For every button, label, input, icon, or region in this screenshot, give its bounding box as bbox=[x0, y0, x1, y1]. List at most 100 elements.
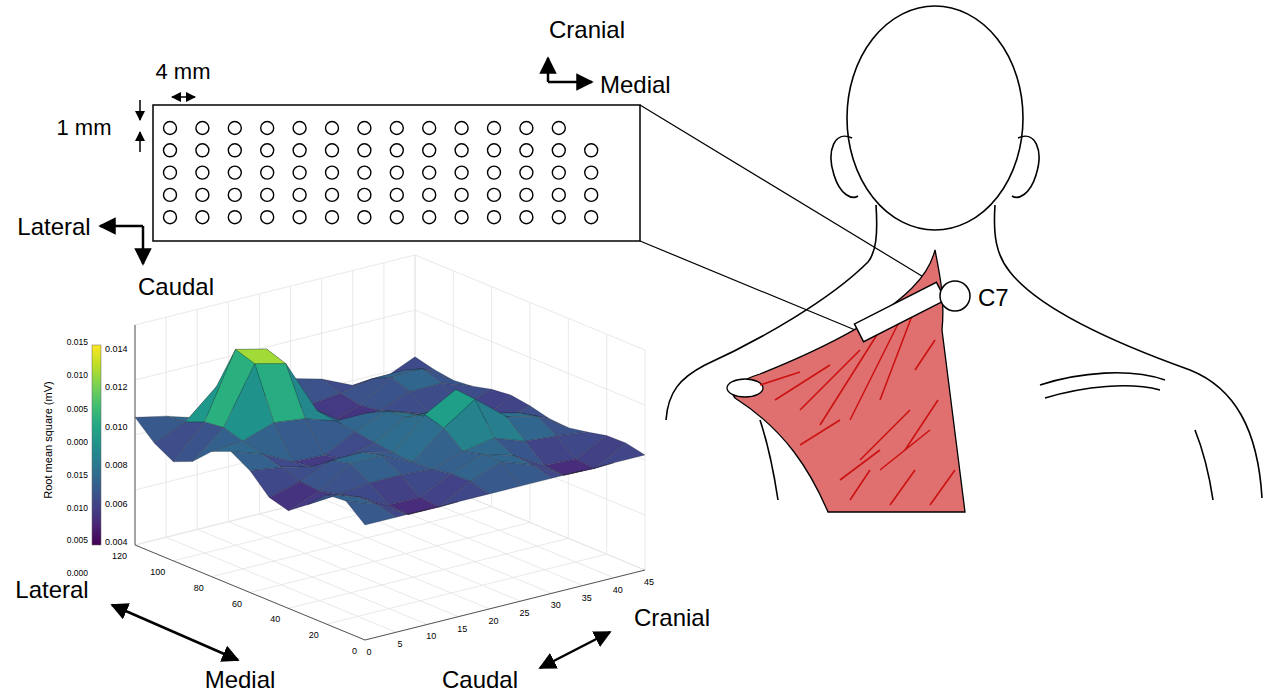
electrode bbox=[585, 166, 598, 179]
electrode bbox=[293, 166, 306, 179]
electrode bbox=[520, 122, 533, 135]
muscle-fiber bbox=[930, 470, 955, 505]
muscle-fiber bbox=[800, 350, 860, 410]
direction-label: Lateral bbox=[15, 577, 88, 603]
direction-label: Medial bbox=[600, 72, 671, 98]
electrode bbox=[228, 166, 241, 179]
electrode bbox=[358, 188, 371, 201]
electrode bbox=[261, 144, 274, 157]
electrode bbox=[326, 166, 339, 179]
electrode bbox=[585, 211, 598, 224]
axis-tick: 0.005 bbox=[67, 405, 88, 414]
electrode bbox=[423, 211, 436, 224]
electrode bbox=[196, 144, 209, 157]
electrode bbox=[520, 166, 533, 179]
axis-tick: 0.010 bbox=[67, 504, 88, 513]
electrode bbox=[552, 188, 565, 201]
electrode bbox=[455, 211, 468, 224]
plot-axis bbox=[365, 570, 645, 640]
electrode bbox=[358, 166, 371, 179]
axis-tick: 100 bbox=[150, 568, 165, 578]
electrode bbox=[520, 188, 533, 201]
muscle-fiber bbox=[840, 450, 880, 480]
electrode bbox=[358, 211, 371, 224]
body-outline bbox=[666, 6, 1262, 500]
direction-label: Caudal bbox=[442, 667, 518, 693]
landmark-label: C7 bbox=[978, 285, 1009, 311]
colorbar bbox=[92, 345, 101, 545]
electrode bbox=[261, 211, 274, 224]
electrode bbox=[228, 122, 241, 135]
plot-grid bbox=[135, 255, 415, 325]
axis-tick: 40 bbox=[270, 615, 280, 625]
plot-grid bbox=[322, 498, 552, 593]
trapezius-muscle bbox=[727, 250, 965, 512]
direction-label: Medial bbox=[205, 667, 276, 693]
plot-grid bbox=[135, 545, 365, 640]
axis-tick: 0 bbox=[366, 648, 371, 658]
axis-title: Root mean square (mV) bbox=[42, 381, 54, 498]
plot-grid bbox=[291, 506, 521, 601]
electrode bbox=[326, 188, 339, 201]
surface-patch bbox=[346, 501, 396, 525]
direction-label: Caudal bbox=[138, 274, 214, 300]
electrode bbox=[261, 188, 274, 201]
electrode bbox=[552, 122, 565, 135]
electrode bbox=[423, 188, 436, 201]
plot-grid bbox=[197, 529, 427, 624]
electrode bbox=[488, 211, 501, 224]
muscle-fiber bbox=[915, 340, 935, 370]
muscle-fiber bbox=[850, 470, 870, 500]
electrode bbox=[552, 144, 565, 157]
electrode bbox=[293, 211, 306, 224]
axis-tick: 45 bbox=[644, 578, 654, 588]
electrode bbox=[488, 144, 501, 157]
electrode bbox=[164, 122, 177, 135]
electrode bbox=[423, 144, 436, 157]
electrode-grid bbox=[153, 105, 640, 241]
muscle-fiber bbox=[775, 365, 830, 400]
electrode bbox=[196, 122, 209, 135]
orientation-arrows bbox=[100, 58, 610, 668]
plot-axis bbox=[135, 545, 365, 640]
plot-axis bbox=[135, 325, 136, 545]
axis-tick: 0.005 bbox=[67, 536, 88, 545]
electrode bbox=[196, 188, 209, 201]
electrode bbox=[164, 211, 177, 224]
plot-grid bbox=[353, 491, 583, 586]
plot-grid bbox=[250, 523, 530, 593]
electrode bbox=[390, 144, 403, 157]
colorbar-tick: 0.014 bbox=[105, 345, 128, 355]
plot-grid bbox=[212, 507, 492, 577]
axis-tick: 0.015 bbox=[67, 338, 88, 347]
colorbar-tick: 0.010 bbox=[105, 423, 128, 433]
electrode bbox=[390, 211, 403, 224]
axis-tick: 25 bbox=[520, 609, 530, 619]
electrode bbox=[455, 144, 468, 157]
colorbar-tick: 0.006 bbox=[105, 500, 128, 510]
surface-patch bbox=[288, 491, 338, 511]
electrode bbox=[196, 211, 209, 224]
electrode bbox=[520, 211, 533, 224]
axis-tick: 60 bbox=[232, 600, 242, 610]
axis-tick: 15 bbox=[457, 625, 467, 635]
muscle-fiber bbox=[890, 470, 915, 505]
dimension-arrows bbox=[140, 97, 195, 152]
axis-tick: 35 bbox=[582, 594, 592, 604]
electrode bbox=[261, 166, 274, 179]
electrode bbox=[228, 188, 241, 201]
electrode bbox=[164, 188, 177, 201]
plot-grid bbox=[173, 491, 453, 561]
electrode bbox=[423, 166, 436, 179]
electrode bbox=[423, 122, 436, 135]
plot-grid bbox=[365, 570, 645, 640]
muscle-fiber bbox=[760, 372, 800, 385]
axis-tick: 0 bbox=[352, 647, 357, 657]
electrode bbox=[520, 144, 533, 157]
electrode bbox=[585, 188, 598, 201]
electrode bbox=[326, 122, 339, 135]
axis-tick: 10 bbox=[426, 632, 436, 642]
axis-tick: 30 bbox=[551, 601, 561, 611]
colorbar-tick: 0.012 bbox=[105, 383, 128, 393]
